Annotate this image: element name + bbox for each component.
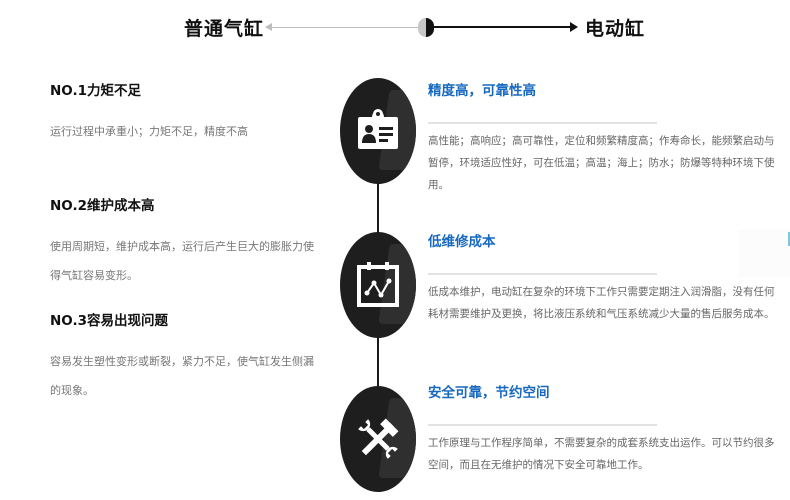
right-item-title: 精度高，可靠性高	[428, 83, 536, 99]
knob-left-half	[418, 18, 426, 37]
left-item-title: NO.2维护成本高	[50, 198, 155, 214]
right-item-divider	[428, 122, 657, 124]
ghost-artifact-box	[738, 230, 790, 278]
right-arrow-line	[432, 26, 572, 28]
right-item-desc: 低成本维护，电动缸在复杂的环境下工作只需要定期注入润滑脂，没有任何耗材需要维护及…	[428, 286, 775, 320]
left-item-title: NO.3容易出现问题	[50, 313, 168, 329]
right-item-desc: 高性能；高响应；高可靠性，定位和频繁精度高；作寿命长，能频繁启动与暂停，环境适应…	[428, 135, 775, 191]
left-item-desc: 运行过程中承重小；力矩不足，精度不高	[50, 125, 248, 138]
timeline-node-2	[340, 232, 416, 338]
left-item-title: NO.1力矩不足	[50, 83, 141, 99]
header-left-label: 普通气缸	[184, 18, 265, 40]
right-item-desc: 工作原理与工作程序简单，不需要复杂的成套系统支出运作。可以节约很多空间，而且在无…	[428, 437, 775, 471]
header-right-label: 电动缸	[585, 18, 646, 40]
right-item-3: 安全可靠，节约空间 工作原理与工作程序简单，不需要复杂的成套系统支出运作。可以节…	[428, 384, 778, 476]
timeline-node-1	[340, 78, 416, 184]
right-item-1: 精度高，可靠性高 高性能；高响应；高可靠性，定位和频繁精度高；作寿命长，能频繁启…	[428, 82, 778, 196]
id-badge-icon	[358, 109, 398, 149]
right-item-divider	[428, 273, 657, 275]
knob-right-half	[426, 18, 434, 37]
right-item-title: 安全可靠，节约空间	[428, 385, 550, 401]
left-item-3: NO.3容易出现问题 容易发生塑性变形或断裂，紧力不足，使气缸发生侧漏的现象。	[50, 312, 320, 405]
left-item-desc: 容易发生塑性变形或断裂，紧力不足，使气缸发生侧漏的现象。	[50, 355, 314, 397]
right-arrow-head-icon	[570, 22, 578, 32]
left-item-1: NO.1力矩不足 运行过程中承重小；力矩不足，精度不高	[50, 82, 320, 146]
left-item-desc: 使用周期短，维护成本高，运行后产生巨大的膨胀力使得气缸容易变形。	[50, 240, 314, 282]
left-item-2: NO.2维护成本高 使用周期短，维护成本高，运行后产生巨大的膨胀力使得气缸容易变…	[50, 197, 320, 290]
right-item-2: 低维修成本 低成本维护，电动缸在复杂的环境下工作只需要定期注入润滑脂，没有任何耗…	[428, 233, 778, 325]
chart-board-icon	[357, 262, 399, 307]
right-item-title: 低维修成本	[428, 234, 496, 250]
comparison-toggle-knob	[418, 18, 434, 37]
ghost-artifact-bar	[788, 232, 790, 246]
tools-icon	[358, 418, 399, 459]
left-arrow-line	[266, 27, 420, 28]
right-item-divider	[428, 424, 657, 426]
timeline-node-3	[340, 386, 416, 492]
